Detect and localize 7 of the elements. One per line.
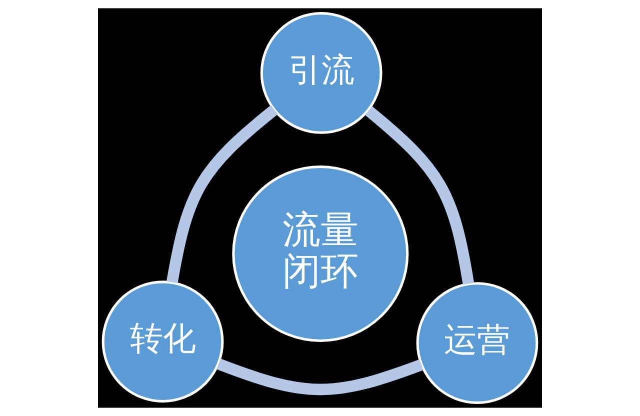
connector [216, 358, 424, 396]
connector [166, 105, 278, 284]
connector [364, 106, 474, 285]
node-circle: 流量闭环 [232, 165, 409, 342]
node-circle: 引流 [260, 12, 382, 134]
node-circle: 转化 [102, 280, 224, 403]
node-circle: 运营 [416, 282, 538, 404]
